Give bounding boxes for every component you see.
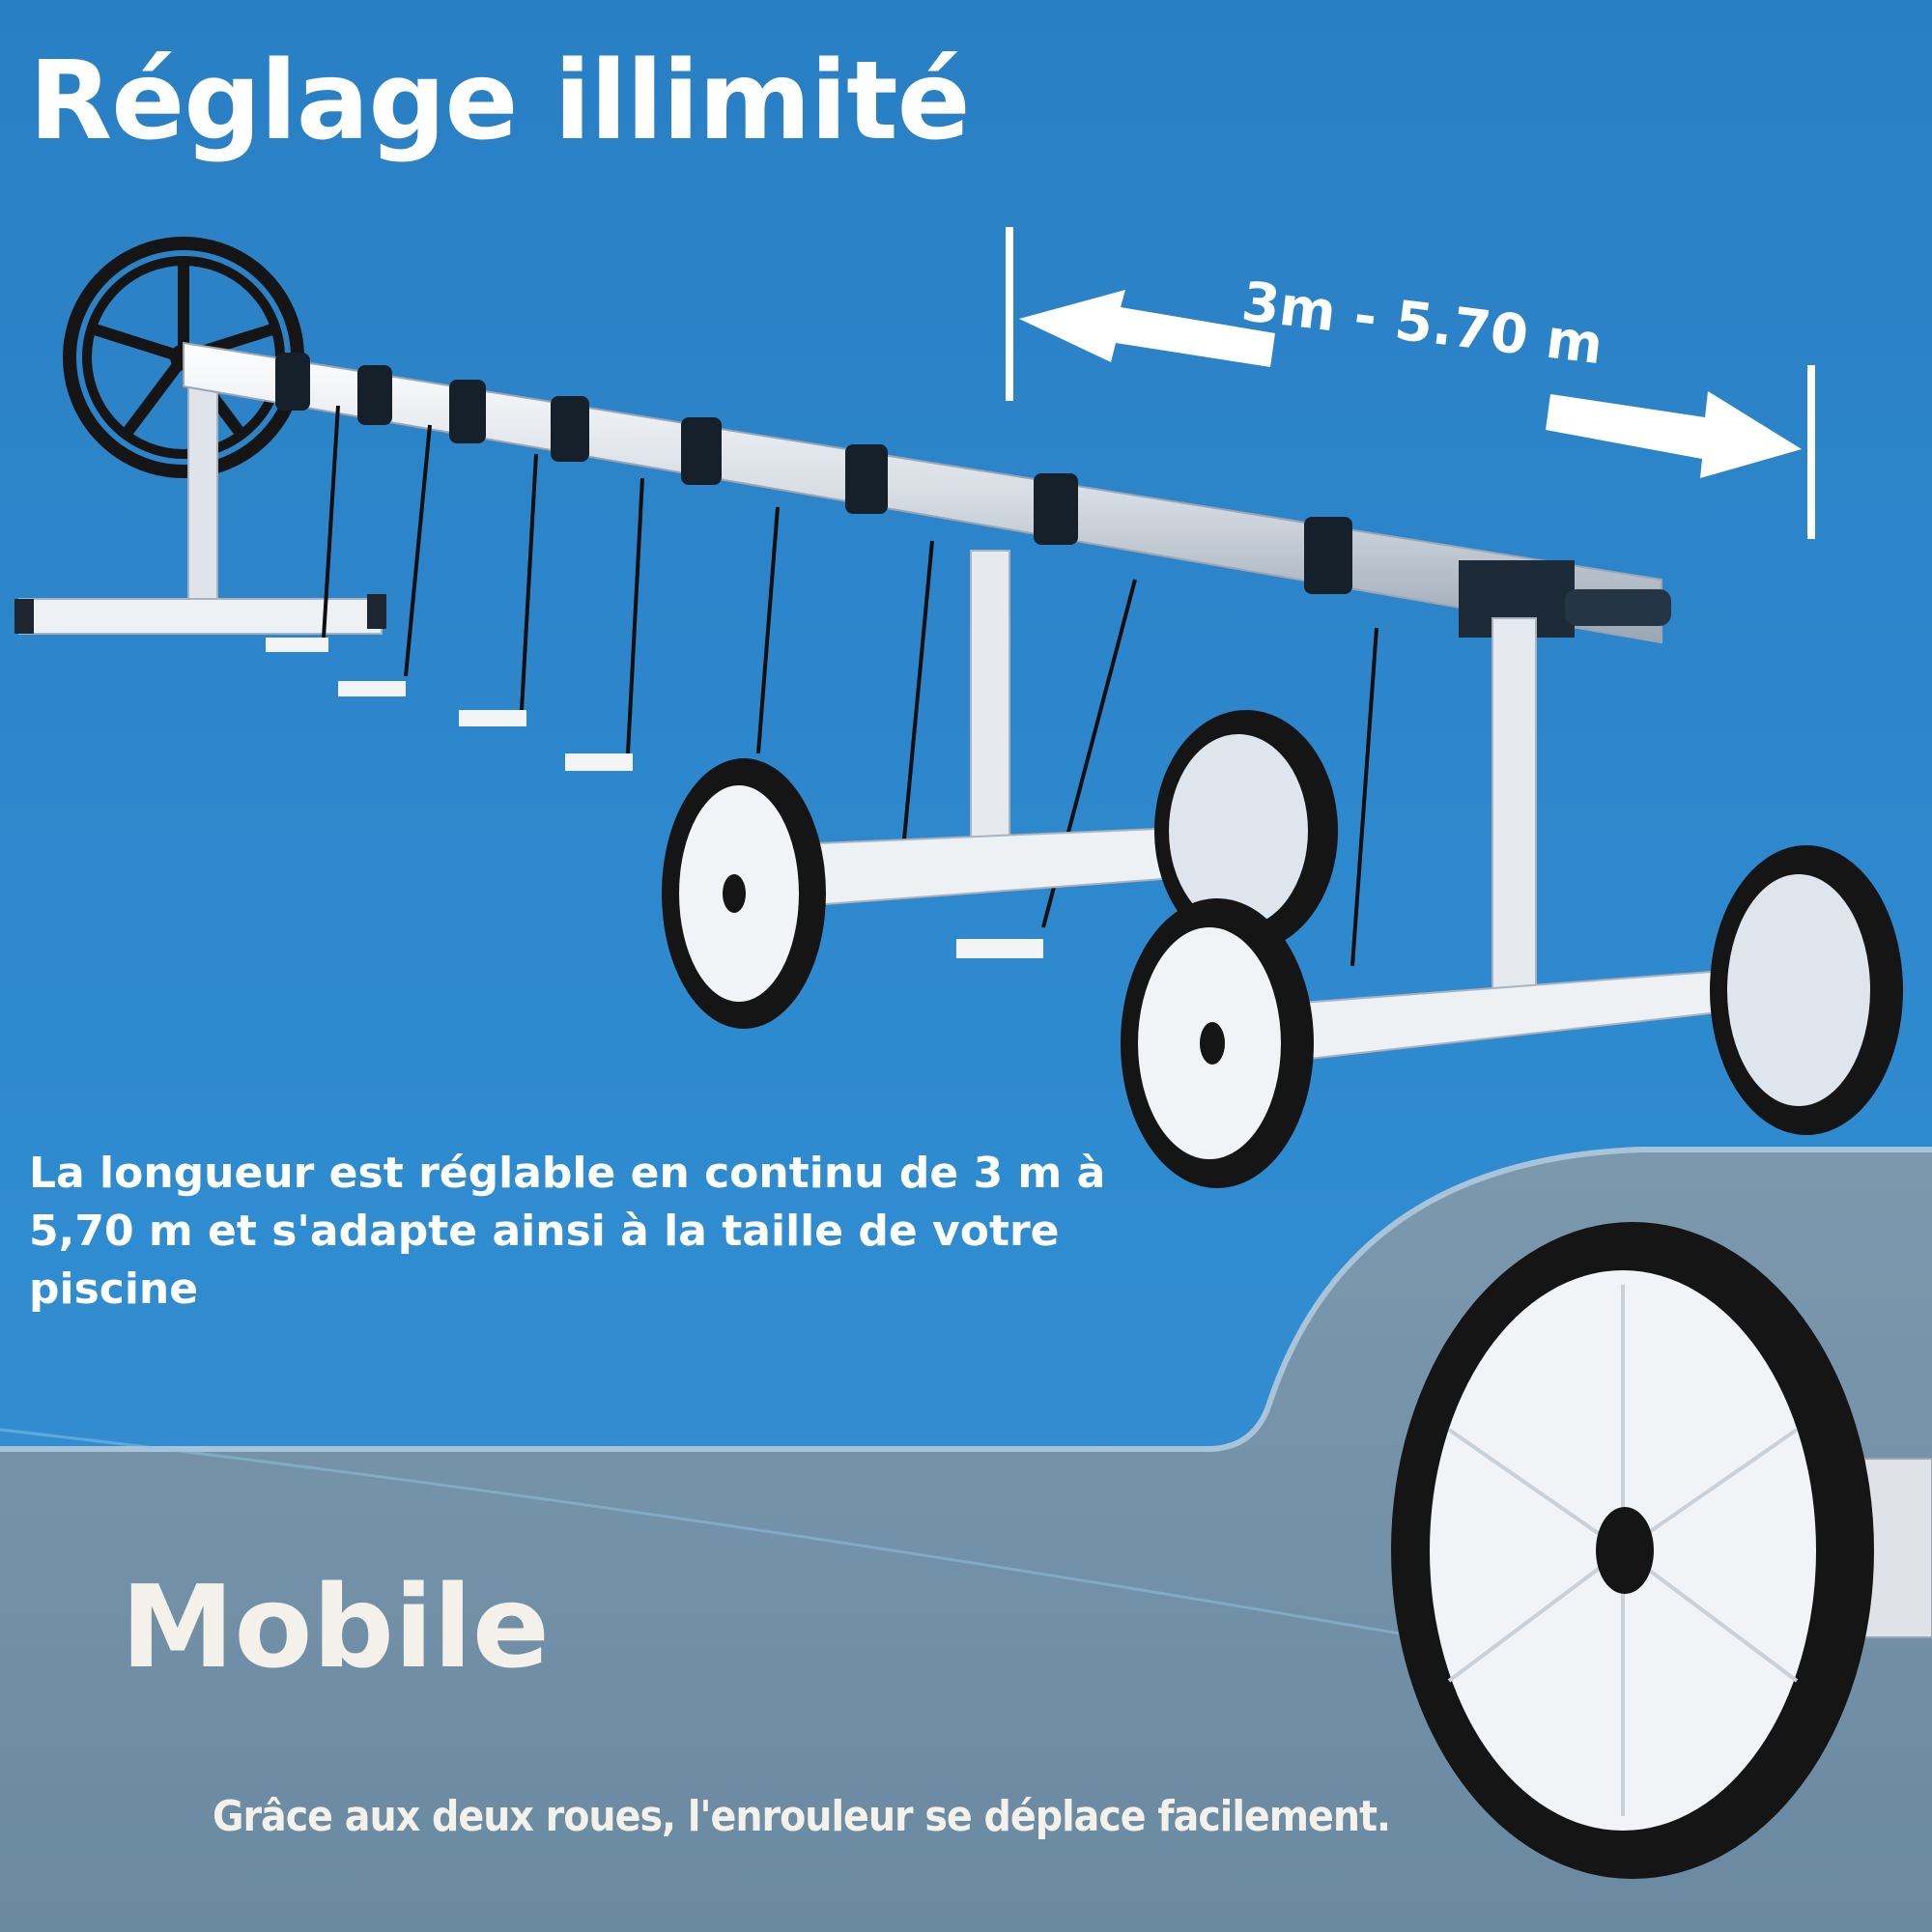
- wheel-icon: [662, 758, 826, 1029]
- wheel-icon: [1121, 898, 1314, 1188]
- title: Réglage illimité: [29, 39, 971, 164]
- wheel-closeup-icon: [1391, 1222, 1932, 1879]
- wheel-icon: [1710, 845, 1903, 1135]
- wheel-caption: Grâce aux deux roues, l'enrouleur se dép…: [213, 1792, 1391, 1841]
- wheel-icon: [1154, 710, 1338, 952]
- mobile-heading: Mobile: [121, 1560, 550, 1693]
- description: La longueur est réglable en continu de 3…: [29, 1149, 1106, 1314]
